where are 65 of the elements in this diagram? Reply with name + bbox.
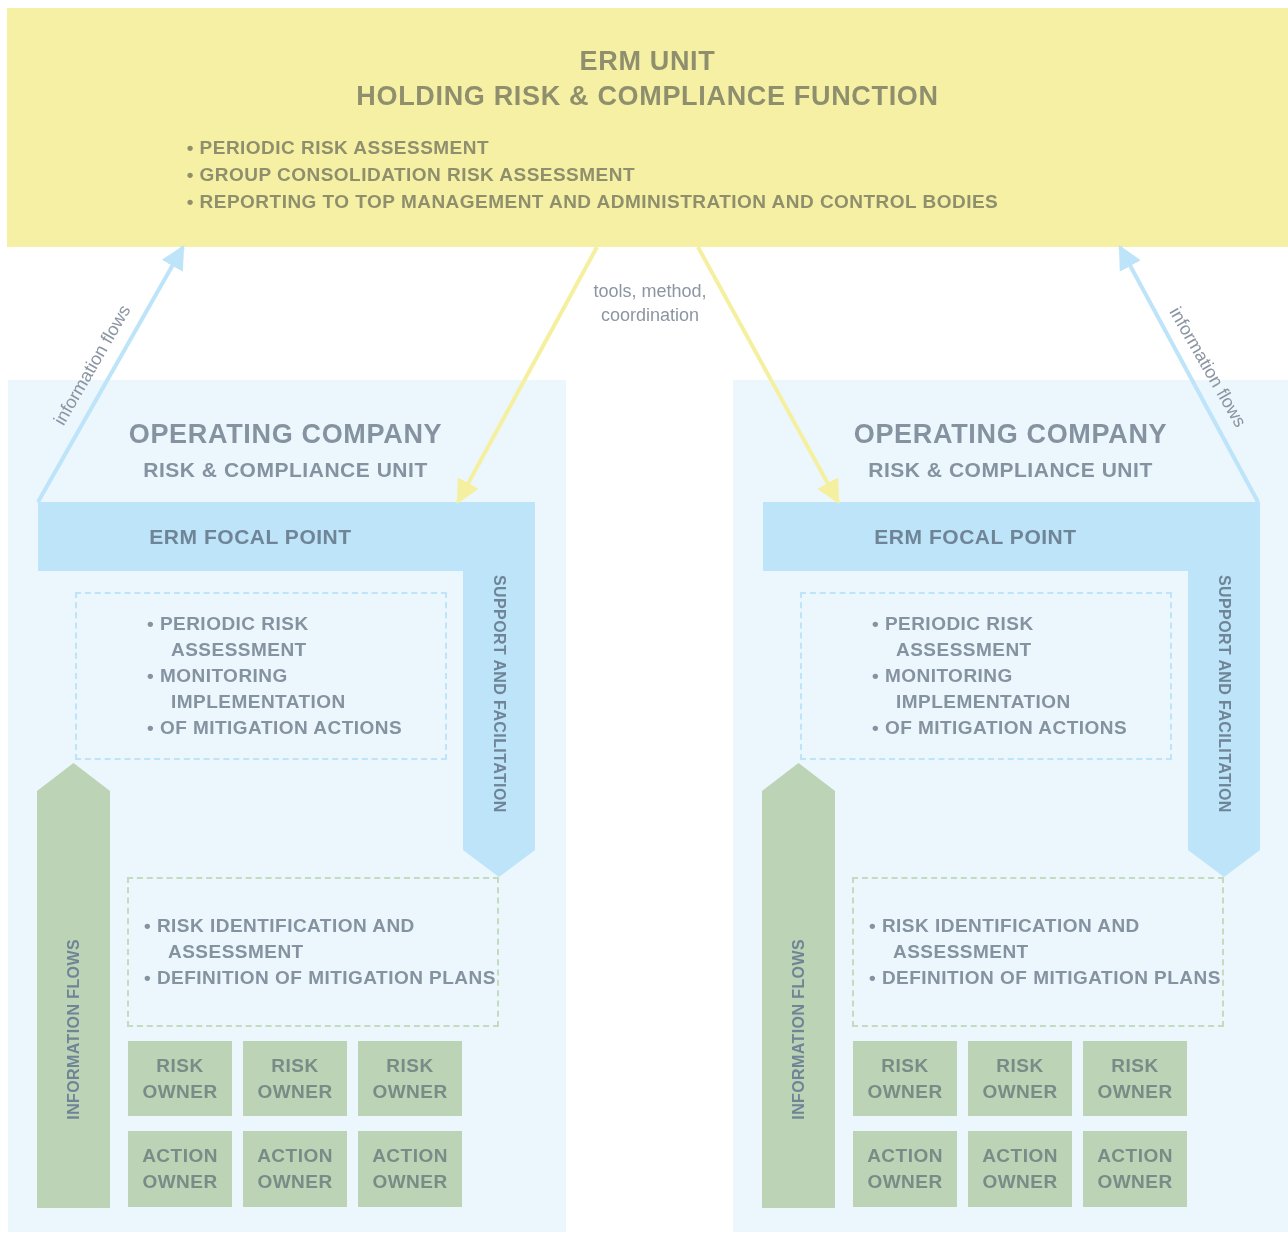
arrow-label: SUPPORT AND FACILITATION xyxy=(490,575,509,813)
owner-label: ACTION OWNER xyxy=(141,1144,219,1194)
bullet-item: • PERIODIC RISK ASSESSMENT xyxy=(872,612,1035,662)
bullet-item: • GROUP CONSOLIDATION RISK ASSESSMENT xyxy=(186,163,636,187)
bullet-item: • PERIODIC RISK ASSESSMENT xyxy=(147,612,310,662)
bar-label: ERM FOCAL POINT xyxy=(149,523,352,550)
owner-box xyxy=(853,1041,957,1116)
focal-point-bar xyxy=(763,502,1260,571)
owner-label: RISK OWNER xyxy=(371,1053,449,1104)
information-flow-arrow xyxy=(762,763,835,1208)
owner-box xyxy=(968,1131,1072,1207)
owner-label: ACTION OWNER xyxy=(371,1144,449,1194)
panel-heading: OPERATING COMPANY xyxy=(128,418,443,451)
arrow-label: INFORMATION FLOWS xyxy=(788,939,808,1120)
dashed-task-box xyxy=(75,592,447,760)
owner-box xyxy=(128,1041,232,1116)
arrow xyxy=(696,246,840,505)
arrow-label: SUPPORT AND FACILITATION xyxy=(1215,575,1234,813)
panel-heading: OPERATING COMPANY xyxy=(853,418,1168,451)
banner-title: ERM UNIT xyxy=(579,45,716,78)
banner-title: HOLDING RISK & COMPLIANCE FUNCTION xyxy=(356,80,939,113)
dashed-task-box xyxy=(800,592,1172,760)
dashed-task-box xyxy=(127,877,499,1027)
arrow-label: INFORMATION FLOWS xyxy=(63,939,83,1120)
bullet-item: • REPORTING TO TOP MANAGEMENT AND ADMINISTRATION AND CONTROL BODIES xyxy=(186,190,999,214)
owner-label: ACTION OWNER xyxy=(256,1144,334,1194)
edge-label: tools, method, coordination xyxy=(592,280,708,327)
owner-label: ACTION OWNER xyxy=(1096,1144,1174,1194)
bullet-item: • RISK IDENTIFICATION AND ASSESSMENT xyxy=(144,914,416,964)
dashed-task-box xyxy=(852,877,1224,1027)
information-flow-arrow xyxy=(37,763,110,1208)
owner-box xyxy=(243,1041,347,1116)
owner-box xyxy=(853,1131,957,1207)
owner-label: RISK OWNER xyxy=(1096,1053,1174,1104)
owner-label: ACTION OWNER xyxy=(866,1144,944,1194)
arrow xyxy=(1118,244,1260,503)
unit-banner xyxy=(7,8,1288,247)
owner-box xyxy=(128,1131,232,1207)
bullet-item: • DEFINITION OF MITIGATION PLANS xyxy=(144,966,497,990)
owner-label: ACTION OWNER xyxy=(981,1144,1059,1194)
bullet-item: • MONITORING IMPLEMENTATION xyxy=(147,664,347,714)
bullet-item: • OF MITIGATION ACTIONS xyxy=(147,716,404,740)
owner-box xyxy=(358,1041,462,1116)
owner-label: RISK OWNER xyxy=(256,1053,334,1104)
owner-label: RISK OWNER xyxy=(141,1053,219,1104)
owner-box xyxy=(1083,1041,1187,1116)
owner-label: RISK OWNER xyxy=(866,1053,944,1104)
bullet-item: • OF MITIGATION ACTIONS xyxy=(872,716,1129,740)
focal-point-bar xyxy=(38,502,535,571)
owner-label: RISK OWNER xyxy=(981,1053,1059,1104)
block-arrow xyxy=(1188,571,1260,877)
owner-box xyxy=(968,1041,1072,1116)
bullet-item: • RISK IDENTIFICATION AND ASSESSMENT xyxy=(869,914,1141,964)
owner-box xyxy=(358,1131,462,1207)
owner-box xyxy=(243,1131,347,1207)
owner-box xyxy=(1083,1131,1187,1207)
panel-heading: RISK & COMPLIANCE UNIT xyxy=(143,457,428,483)
bar-label: ERM FOCAL POINT xyxy=(874,523,1077,550)
bullet-item: • DEFINITION OF MITIGATION PLANS xyxy=(869,966,1222,990)
bullet-item: • PERIODIC RISK ASSESSMENT xyxy=(186,136,491,160)
arrow xyxy=(36,244,185,503)
block-arrow xyxy=(463,571,535,877)
bullet-item: • MONITORING IMPLEMENTATION xyxy=(872,664,1072,714)
arrow xyxy=(456,246,599,505)
panel-heading: RISK & COMPLIANCE UNIT xyxy=(868,457,1153,483)
